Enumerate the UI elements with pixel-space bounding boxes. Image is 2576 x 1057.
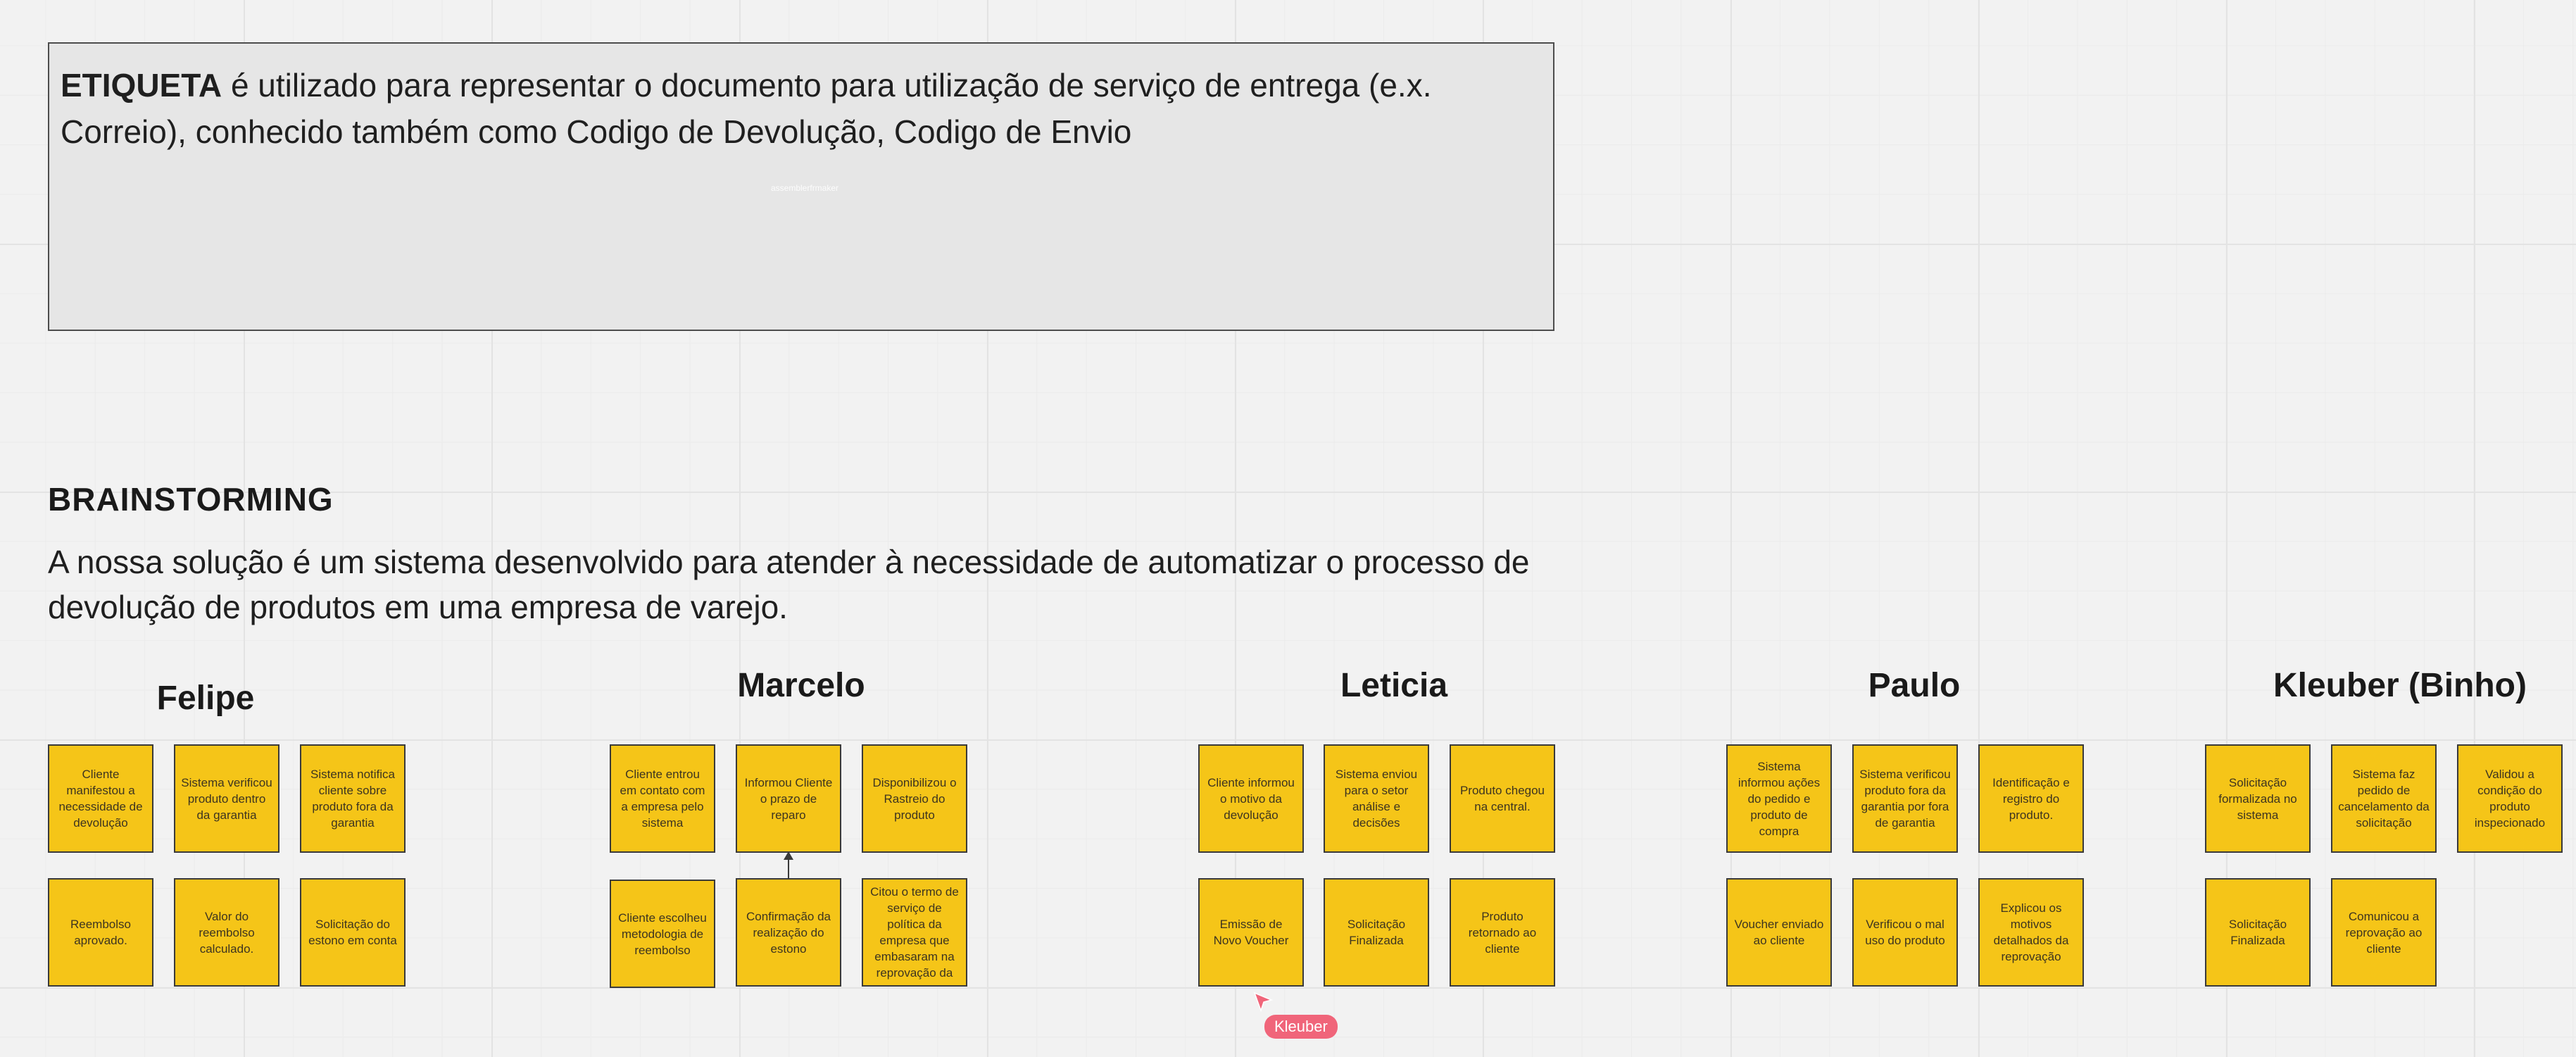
watermark-text: assemblerfrmaker [771,183,839,193]
sticky-note-text: Sistema verificou produto dentro da gara… [181,775,272,822]
sticky-note[interactable]: Solicitação do estono em conta [300,878,406,987]
sticky-note[interactable]: Citou o termo de serviço de política da … [862,878,967,987]
sticky-note-text: Confirmação da realização do estono [746,909,831,956]
sticky-note-text: Citou o termo de serviço de política da … [870,885,959,980]
brainstorming-title[interactable]: BRAINSTORMING [48,481,334,518]
group-name-leticia[interactable]: Leticia [1340,667,1448,704]
sticky-note[interactable]: Solicitação Finalizada [1324,878,1429,987]
sticky-note-text: Produto retornado ao cliente [1468,909,1537,956]
collaborator-cursor-icon [1253,992,1274,1013]
sticky-note-text: Produto chegou na central. [1459,784,1545,813]
connector-line[interactable] [788,856,789,878]
sticky-note[interactable]: Reembolso aprovado. [48,878,153,987]
sticky-note[interactable]: Explicou os motivos detalhados da reprov… [1978,878,2084,987]
sticky-note[interactable]: Sistema faz pedido de cancelamento da so… [2331,744,2437,853]
sticky-note[interactable]: Solicitação formalizada no sistema [2205,744,2311,853]
sticky-note[interactable]: Sistema informou ações do pedido e produ… [1726,744,1832,853]
sticky-note[interactable]: Valor do reembolso calculado. [174,878,279,987]
sticky-note[interactable]: Emissão de Novo Voucher [1198,878,1304,987]
sticky-note[interactable]: Confirmação da realização do estono [736,878,841,987]
group-name-marcelo[interactable]: Marcelo [737,667,865,704]
sticky-note-text: Comunicou a reprovação ao cliente [2345,909,2423,956]
sticky-note[interactable]: Sistema notifica cliente sobre produto f… [300,744,406,853]
sticky-note[interactable]: Voucher enviado ao cliente [1726,878,1832,987]
sticky-note-text: Sistema enviou para o setor análise e de… [1335,768,1418,830]
collaborator-cursor-label: Kleuber [1264,1015,1338,1039]
sticky-note[interactable]: Verificou o mal uso do produto [1852,878,1958,987]
sticky-note-text: Cliente manifestou a necessidade de devo… [58,768,143,830]
sticky-note-text: Sistema faz pedido de cancelamento da so… [2338,768,2430,830]
sticky-note-text: Validou a condição do produto inspeciona… [2474,768,2546,830]
sticky-note-text: Cliente informou o motivo da devolução [1207,775,1295,822]
etiqueta-definition-box[interactable]: ETIQUETA é utilizado para representar o … [48,42,1554,331]
sticky-note[interactable]: Disponibilizou o Rastreio do produto [862,744,967,853]
etiqueta-definition-text: ETIQUETA é utilizado para representar o … [61,62,1511,155]
sticky-note[interactable]: Produto chegou na central. [1450,744,1555,853]
sticky-note[interactable]: Produto retornado ao cliente [1450,878,1555,987]
sticky-note[interactable]: Cliente escolheu metodologia de reembols… [610,880,715,988]
sticky-note-text: Solicitação formalizada no sistema [2218,775,2297,822]
sticky-note-text: Reembolso aprovado. [70,918,131,947]
brainstorming-description[interactable]: A nossa solução é um sistema desenvolvid… [48,544,1530,625]
group-name-felipe[interactable]: Felipe [156,680,255,717]
sticky-note-text: Identificação e registro do produto. [1992,775,2070,822]
sticky-note[interactable]: Identificação e registro do produto. [1978,744,2084,853]
sticky-note-text: Informou Cliente o prazo de reparo [744,775,833,822]
sticky-note[interactable]: Sistema enviou para o setor análise e de… [1324,744,1429,853]
connector-arrowhead [784,851,793,860]
etiqueta-term: ETIQUETA [61,67,222,104]
sticky-note[interactable]: Sistema verificou produto dentro da gara… [174,744,279,853]
group-name-paulo[interactable]: Paulo [1868,667,1961,704]
sticky-note-text: Explicou os motivos detalhados da reprov… [1993,901,2069,963]
sticky-note[interactable]: Cliente entrou em contato com a empresa … [610,744,715,853]
sticky-note-text: Solicitação do estono em conta [308,918,397,947]
sticky-note-text: Cliente entrou em contato com a empresa … [620,768,705,830]
sticky-note-text: Solicitação Finalizada [1347,918,1406,947]
sticky-note-text: Valor do reembolso calculado. [199,909,255,956]
sticky-note-text: Cliente escolheu metodologia de reembols… [618,911,707,957]
sticky-note-text: Sistema verificou produto fora da garant… [1859,768,1951,830]
group-name-kleuber[interactable]: Kleuber (Binho) [2273,667,2527,704]
sticky-note-text: Disponibilizou o Rastreio do produto [872,775,957,822]
sticky-note[interactable]: Cliente informou o motivo da devolução [1198,744,1304,853]
sticky-note[interactable]: Validou a condição do produto inspeciona… [2457,744,2563,853]
etiqueta-description: é utilizado para representar o documento… [61,67,1432,150]
sticky-note-text: Verificou o mal uso do produto [1865,918,1945,947]
sticky-note-text: Voucher enviado ao cliente [1734,918,1824,947]
sticky-note[interactable]: Solicitação Finalizada [2205,878,2311,987]
sticky-note-text: Sistema notifica cliente sobre produto f… [310,768,395,830]
sticky-note-text: Sistema informou ações do pedido e produ… [1738,759,1821,838]
sticky-note[interactable]: Comunicou a reprovação ao cliente [2331,878,2437,987]
sticky-note[interactable]: Informou Cliente o prazo de reparo [736,744,841,853]
sticky-note-text: Solicitação Finalizada [2228,918,2287,947]
sticky-note-text: Emissão de Novo Voucher [1213,918,1289,947]
sticky-note[interactable]: Sistema verificou produto fora da garant… [1852,744,1958,853]
sticky-note[interactable]: Cliente manifestou a necessidade de devo… [48,744,153,853]
